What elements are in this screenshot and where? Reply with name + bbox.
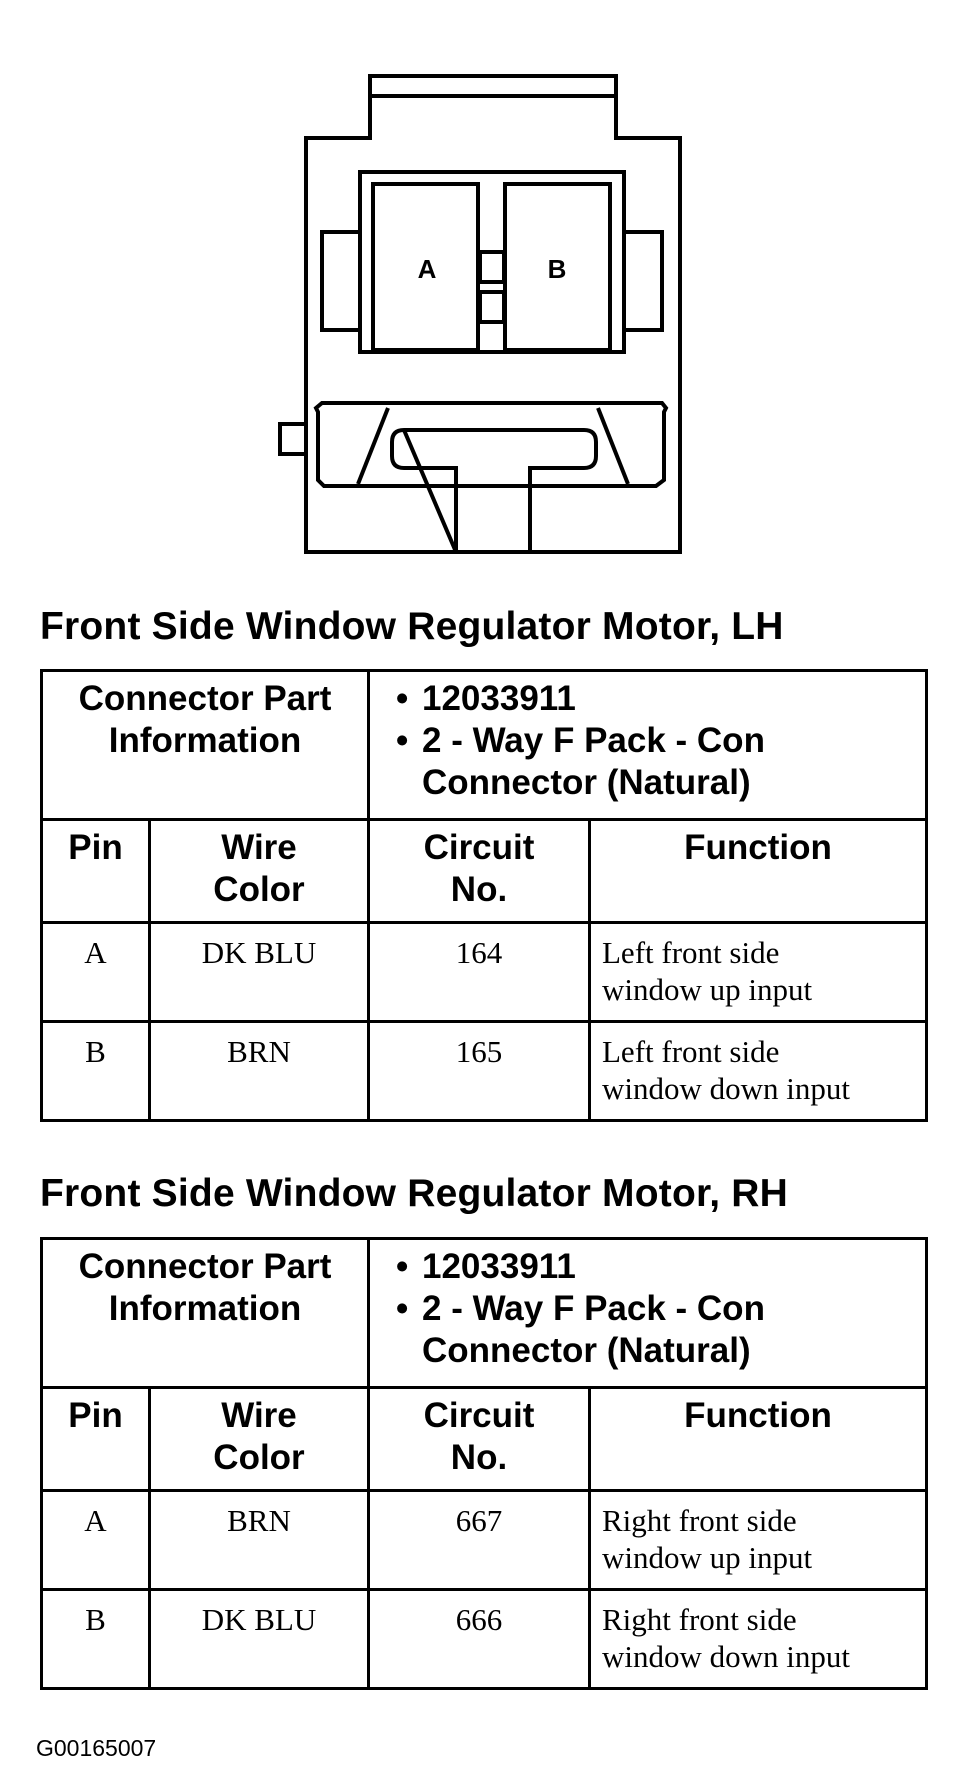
table-row: A DK BLU 164 Left front side window up i… — [40, 921, 929, 1023]
description-line: Connector (Natural) — [422, 763, 751, 802]
figure-id: G00165007 — [36, 1735, 157, 1761]
function-line: Left front side — [602, 1034, 780, 1069]
function-line: window up input — [602, 1540, 813, 1575]
connector-info-label-line: Information — [108, 721, 302, 760]
wire-color-cell: DK BLU — [148, 1588, 370, 1690]
circuit-cell: 165 — [367, 1020, 591, 1122]
table-row: A BRN 667 Right front side window up inp… — [40, 1489, 929, 1591]
col-header-text: Function — [684, 828, 832, 867]
pinout-table-rh: Connector Part Information • 12033911 • … — [40, 1237, 929, 1690]
circuit-cell: 667 — [367, 1489, 591, 1591]
connector-info-values: • 12033911 • 2 - Way F Pack - Con Connec… — [366, 1237, 929, 1389]
connector-info-label-line: Information — [108, 1289, 302, 1328]
connector-info-label-line: Connector Part — [78, 679, 332, 718]
col-header-pin: Pin — [40, 818, 151, 924]
circuit-cell: 164 — [367, 921, 591, 1023]
col-header-pin: Pin — [40, 1386, 151, 1492]
function-line: window down input — [602, 1071, 850, 1106]
function-cell: Right front side window up input — [587, 1489, 929, 1591]
part-number: • 12033911 — [396, 1246, 925, 1288]
section-title-rh: Front Side Window Regulator Motor, RH — [40, 1172, 788, 1215]
wire-color-cell: BRN — [148, 1489, 370, 1591]
section-title-lh: Front Side Window Regulator Motor, LH — [40, 605, 784, 648]
connector-description: • 2 - Way F Pack - Con Connector (Natura… — [396, 1288, 925, 1372]
col-header-text: Wire — [221, 1396, 297, 1435]
col-header-text: Function — [684, 1396, 832, 1435]
col-header-text: Circuit — [423, 1396, 535, 1435]
pinout-table-lh: Connector Part Information • 12033911 • … — [40, 669, 929, 1122]
table-row: B BRN 165 Left front side window down in… — [40, 1020, 929, 1122]
part-number: • 12033911 — [396, 678, 925, 720]
col-header-text: Color — [213, 870, 305, 909]
col-header-circuit-no: Circuit No. — [367, 1386, 591, 1492]
bullet-icon: • — [396, 1247, 409, 1286]
connector-info-row: Connector Part Information • 12033911 • … — [40, 1237, 929, 1389]
col-header-text: No. — [450, 870, 508, 909]
col-header-function: Function — [587, 818, 929, 924]
col-header-wire-color: Wire Color — [148, 818, 370, 924]
pin-cell: A — [40, 1489, 151, 1591]
function-cell: Right front side window down input — [587, 1588, 929, 1690]
col-header-text: Pin — [68, 1396, 123, 1435]
col-header-function: Function — [587, 1386, 929, 1492]
description-line: Connector (Natural) — [422, 1331, 751, 1370]
col-header-text: Pin — [68, 828, 123, 867]
pin-cell: A — [40, 921, 151, 1023]
pin-cell: B — [40, 1588, 151, 1690]
col-header-text: No. — [450, 1438, 508, 1477]
function-line: Left front side — [602, 935, 780, 970]
col-header-circuit-no: Circuit No. — [367, 818, 591, 924]
col-header-text: Color — [213, 1438, 305, 1477]
function-line: window up input — [602, 972, 813, 1007]
cavity-label-a: A — [418, 254, 437, 284]
bullet-icon: • — [396, 1289, 409, 1328]
col-header-text: Circuit — [423, 828, 535, 867]
function-cell: Left front side window up input — [587, 921, 929, 1023]
part-number-text: 12033911 — [422, 679, 576, 718]
bullet-icon: • — [396, 721, 409, 760]
table-row: B DK BLU 666 Right front side window dow… — [40, 1588, 929, 1690]
col-header-wire-color: Wire Color — [148, 1386, 370, 1492]
function-line: window down input — [602, 1639, 850, 1674]
wire-color-cell: BRN — [148, 1020, 370, 1122]
cavity-label-b: B — [548, 254, 567, 284]
col-header-text: Wire — [221, 828, 297, 867]
circuit-cell: 666 — [367, 1588, 591, 1690]
description-line: 2 - Way F Pack - Con — [422, 721, 765, 760]
bullet-icon: • — [396, 679, 409, 718]
function-line: Right front side — [602, 1503, 797, 1538]
connector-info-label-line: Connector Part — [78, 1247, 332, 1286]
connector-info-label: Connector Part Information — [40, 669, 370, 821]
wire-color-cell: DK BLU — [148, 921, 370, 1023]
description-line: 2 - Way F Pack - Con — [422, 1289, 765, 1328]
column-header-row: Pin Wire Color Circuit No. Function — [40, 1386, 929, 1492]
part-number-text: 12033911 — [422, 1247, 576, 1286]
function-line: Right front side — [602, 1602, 797, 1637]
connector-info-values: • 12033911 • 2 - Way F Pack - Con Connec… — [366, 669, 929, 821]
function-cell: Left front side window down input — [587, 1020, 929, 1122]
pin-cell: B — [40, 1020, 151, 1122]
connector-description: • 2 - Way F Pack - Con Connector (Natura… — [396, 720, 925, 804]
connector-info-row: Connector Part Information • 12033911 • … — [40, 669, 929, 821]
column-header-row: Pin Wire Color Circuit No. Function — [40, 818, 929, 924]
connector-face-diagram: A B — [278, 74, 682, 554]
connector-info-label: Connector Part Information — [40, 1237, 370, 1389]
